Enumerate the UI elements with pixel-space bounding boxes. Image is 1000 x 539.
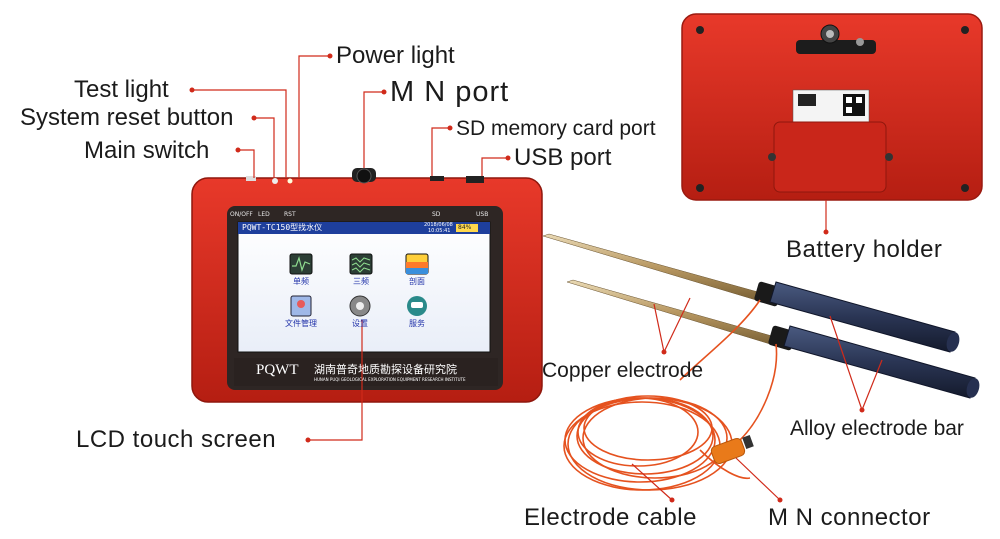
callout-main-switch: Main switch	[84, 137, 210, 164]
callout-test-light: Test light	[74, 76, 169, 103]
file-manager-icon[interactable]	[290, 295, 312, 317]
app-label-service[interactable]: 服务	[409, 319, 425, 328]
battery-level: 84%	[458, 224, 472, 231]
sd-label: SD	[432, 211, 441, 218]
app-label-profile[interactable]: 剖面	[409, 277, 425, 286]
screen-time: 10:05:41	[428, 228, 451, 234]
brand-org-en: HUNAN PUQI GEOLOGICAL EXPLORATION EQUIPM…	[314, 377, 466, 382]
alloy-electrode-bar-lower	[783, 325, 980, 399]
callout-sd-port: SD memory card port	[456, 117, 656, 140]
callout-battery-holder: Battery holder	[786, 236, 943, 263]
callout-alloy-bar: Alloy electrode bar	[790, 417, 964, 440]
app-label-settings[interactable]: 设置	[352, 319, 368, 328]
phone-icon[interactable]	[407, 296, 427, 316]
callout-mn-connector: M N connector	[768, 504, 931, 531]
copper-electrode-upper	[542, 233, 782, 307]
callout-mn-port: M N port	[390, 76, 510, 108]
mn-connector	[710, 434, 754, 465]
on-off-label: ON/OFF	[230, 211, 253, 218]
screen-apps	[289, 253, 429, 317]
callout-electrode-cable: Electrode cable	[524, 504, 697, 531]
brand-org-cn: 湖南普奇地质勘探设备研究院	[314, 363, 457, 376]
leader-dots	[189, 53, 865, 503]
alloy-electrode-bar-upper	[769, 281, 960, 353]
callout-copper-electrode: Copper electrode	[542, 359, 704, 382]
screen-title: PQWT-TC150型找水仪	[242, 223, 323, 232]
usb-label: USB	[476, 211, 489, 218]
screen-date: 2018/06/08	[424, 222, 453, 228]
callout-usb-port: USB port	[514, 144, 612, 171]
device-back-view	[681, 13, 983, 201]
app-label-single-freq[interactable]: 单频	[293, 277, 309, 286]
led-label: LED	[258, 211, 270, 218]
callout-lcd-screen: LCD touch screen	[76, 426, 277, 453]
rst-label: RST	[284, 211, 296, 218]
waveform-icon[interactable]	[289, 253, 313, 275]
leader-lines	[192, 55, 883, 501]
app-label-triple-freq[interactable]: 三频	[353, 277, 369, 286]
gear-icon[interactable]	[349, 295, 371, 317]
brand-logo: PQWT	[256, 362, 299, 378]
callout-system-reset: System reset button	[20, 104, 234, 131]
callout-power-light: Power light	[336, 42, 455, 69]
profile-map-icon[interactable]	[405, 253, 429, 275]
app-label-file-manager[interactable]: 文件管理	[285, 319, 317, 328]
multi-waveform-icon[interactable]	[349, 253, 373, 275]
